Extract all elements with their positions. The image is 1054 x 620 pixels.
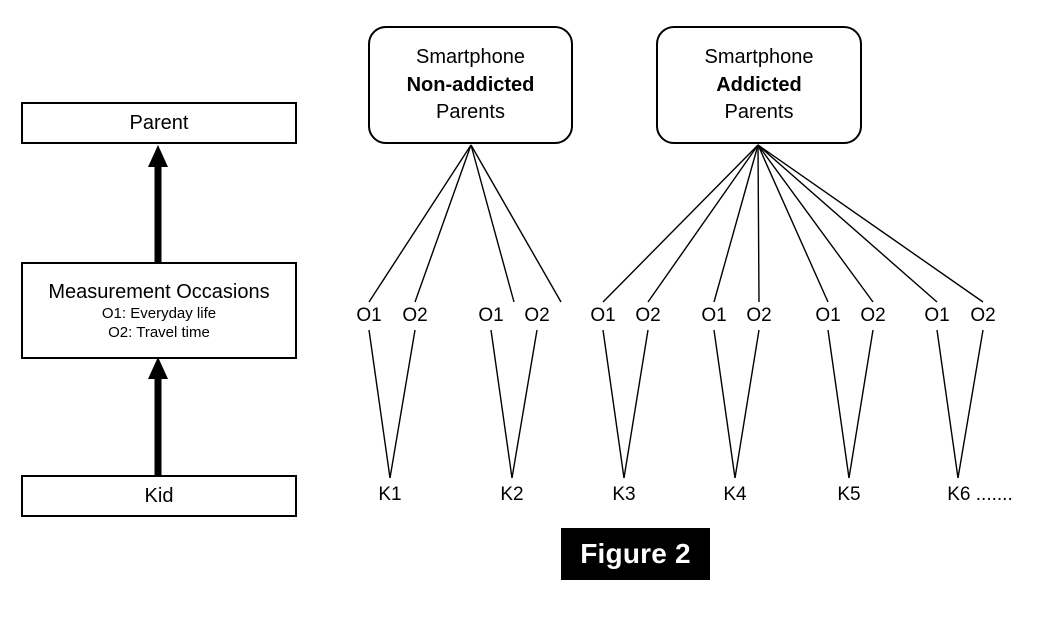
- kid-label-k1: K1: [378, 484, 402, 505]
- parent-box: Parent: [21, 102, 297, 144]
- group-non-addicted-line-1: Smartphone: [416, 46, 525, 68]
- group-addicted-line-2: Addicted: [716, 74, 802, 96]
- kid-label-k3: K3: [612, 484, 636, 505]
- occasion-label-1: O1: [356, 305, 382, 326]
- occasion-label-4: O2: [524, 305, 550, 326]
- occasion-label-12: O2: [970, 305, 996, 326]
- kid-box-title: Kid: [144, 485, 174, 507]
- measurement-occasions-line-2: O2: Travel time: [108, 323, 210, 341]
- occasion-label-10: O2: [860, 305, 886, 326]
- group-non-addicted-line-3: Parents: [436, 101, 505, 123]
- measurement-occasions-title: Measurement Occasions: [48, 280, 270, 303]
- parent-box-title: Parent: [129, 112, 189, 134]
- kid-label-k4: K4: [723, 484, 747, 505]
- occasion-label-8: O2: [746, 305, 772, 326]
- fan-addicted: [602, 144, 984, 303]
- kid-label-k2: K2: [500, 484, 524, 505]
- group-addicted-line-1: Smartphone: [704, 46, 814, 68]
- occasion-label-6: O2: [635, 305, 661, 326]
- occasion-label-3: O1: [478, 305, 504, 326]
- measurement-occasions-line-1: O1: Everyday life: [101, 304, 217, 322]
- kid-label-k6: K6 .......: [947, 484, 1013, 505]
- kid-label-k5: K5: [837, 484, 861, 505]
- group-box-addicted-parents: Smartphone Addicted Parents: [656, 26, 862, 144]
- occasion-label-2: O2: [402, 305, 428, 326]
- occasion-label-11: O1: [924, 305, 950, 326]
- arrow-kid-to-measurement: [148, 357, 168, 475]
- measurement-occasions-box: Measurement Occasions O1: Everyday life …: [21, 262, 297, 359]
- fan-non-addicted: [368, 144, 562, 303]
- figure-caption: Figure 2: [561, 528, 710, 580]
- group-box-non-addicted-parents: Smartphone Non-addicted Parents: [368, 26, 573, 144]
- arrow-measurement-to-parent: [148, 145, 168, 262]
- occasion-label-5: O1: [590, 305, 616, 326]
- group-addicted-line-3: Parents: [724, 101, 794, 123]
- v-connectors: [368, 329, 984, 479]
- occasion-label-9: O1: [815, 305, 841, 326]
- group-non-addicted-line-2: Non-addicted: [406, 74, 535, 96]
- occasion-label-7: O1: [701, 305, 727, 326]
- kid-box: Kid: [21, 475, 297, 517]
